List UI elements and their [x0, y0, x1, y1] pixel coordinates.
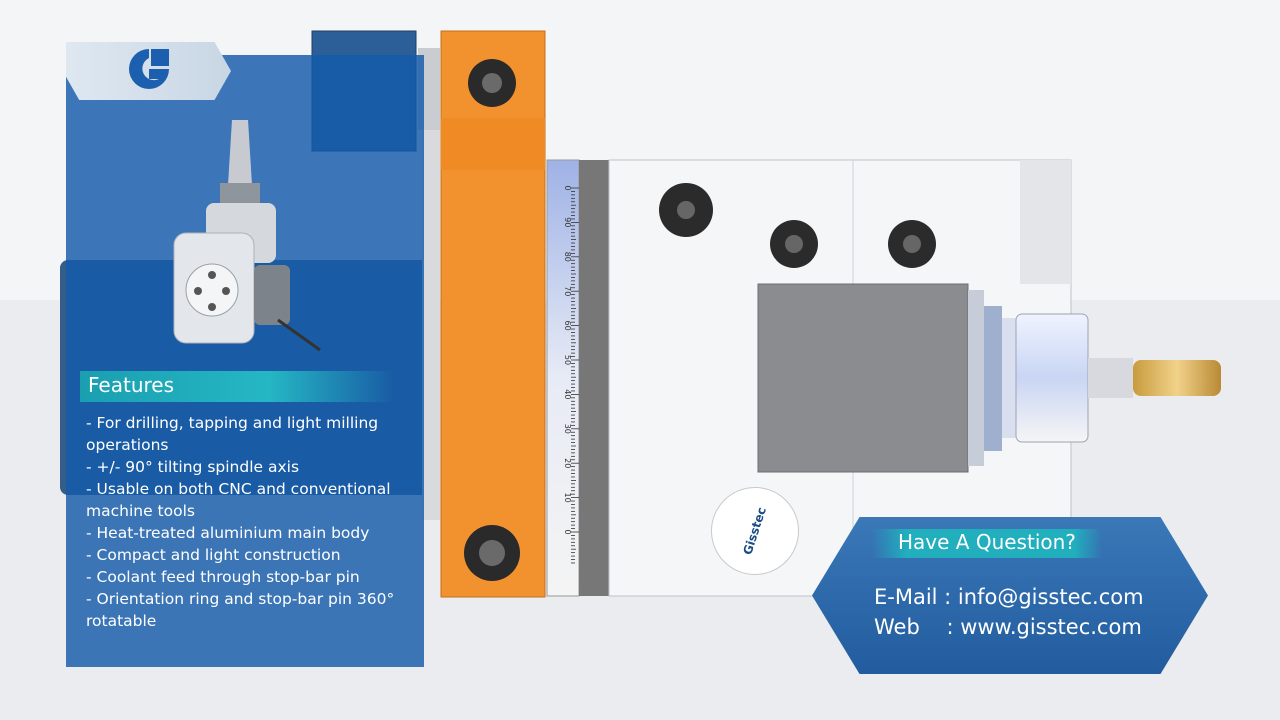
ruler-tick-label: 60: [563, 321, 572, 331]
ruler-tick-label: 0: [563, 185, 572, 190]
ruler-tick-label: 20: [563, 458, 572, 468]
ruler-tick-label: 50: [563, 355, 572, 365]
ruler-tick-label: 30: [563, 424, 572, 434]
ruler-tick-label: 90: [563, 217, 572, 227]
feature-item: - Usable on both CNC and conventional ma…: [86, 480, 391, 520]
badge-brand-text: Gisstec: [740, 505, 770, 557]
web-line[interactable]: Web : www.gisstec.com: [874, 615, 1142, 639]
feature-item: - For drilling, tapping and light millin…: [86, 414, 379, 454]
contact-title: Have A Question?: [898, 530, 1076, 554]
feature-item: - Coolant feed through stop-bar pin: [86, 568, 360, 586]
features-title: Features: [88, 373, 174, 397]
ruler-tick-label: 70: [563, 286, 572, 296]
ruler-tick-label: 80: [563, 252, 572, 262]
ruler-tick-label: 10: [563, 493, 572, 503]
feature-item: - +/- 90° tilting spindle axis: [86, 458, 300, 476]
question-title-band: [872, 529, 1102, 558]
features-title-band: [80, 371, 395, 402]
tool-holder-image: [173, 120, 321, 352]
feature-item: - Compact and light construction: [86, 546, 341, 564]
ruler-tick-label: 40: [563, 389, 572, 399]
brand-badge: Gisstec: [711, 487, 799, 575]
ruler-tick-label: 0: [563, 529, 572, 534]
gisstec-logo-icon: [129, 49, 169, 89]
feature-item: - Orientation ring and stop-bar pin 360°…: [86, 590, 395, 630]
feature-item: - Heat-treated aluminium main body: [86, 524, 370, 542]
features-list: - For drilling, tapping and light millin…: [86, 412, 406, 632]
email-line[interactable]: E-Mail : info@gisstec.com: [874, 585, 1144, 609]
